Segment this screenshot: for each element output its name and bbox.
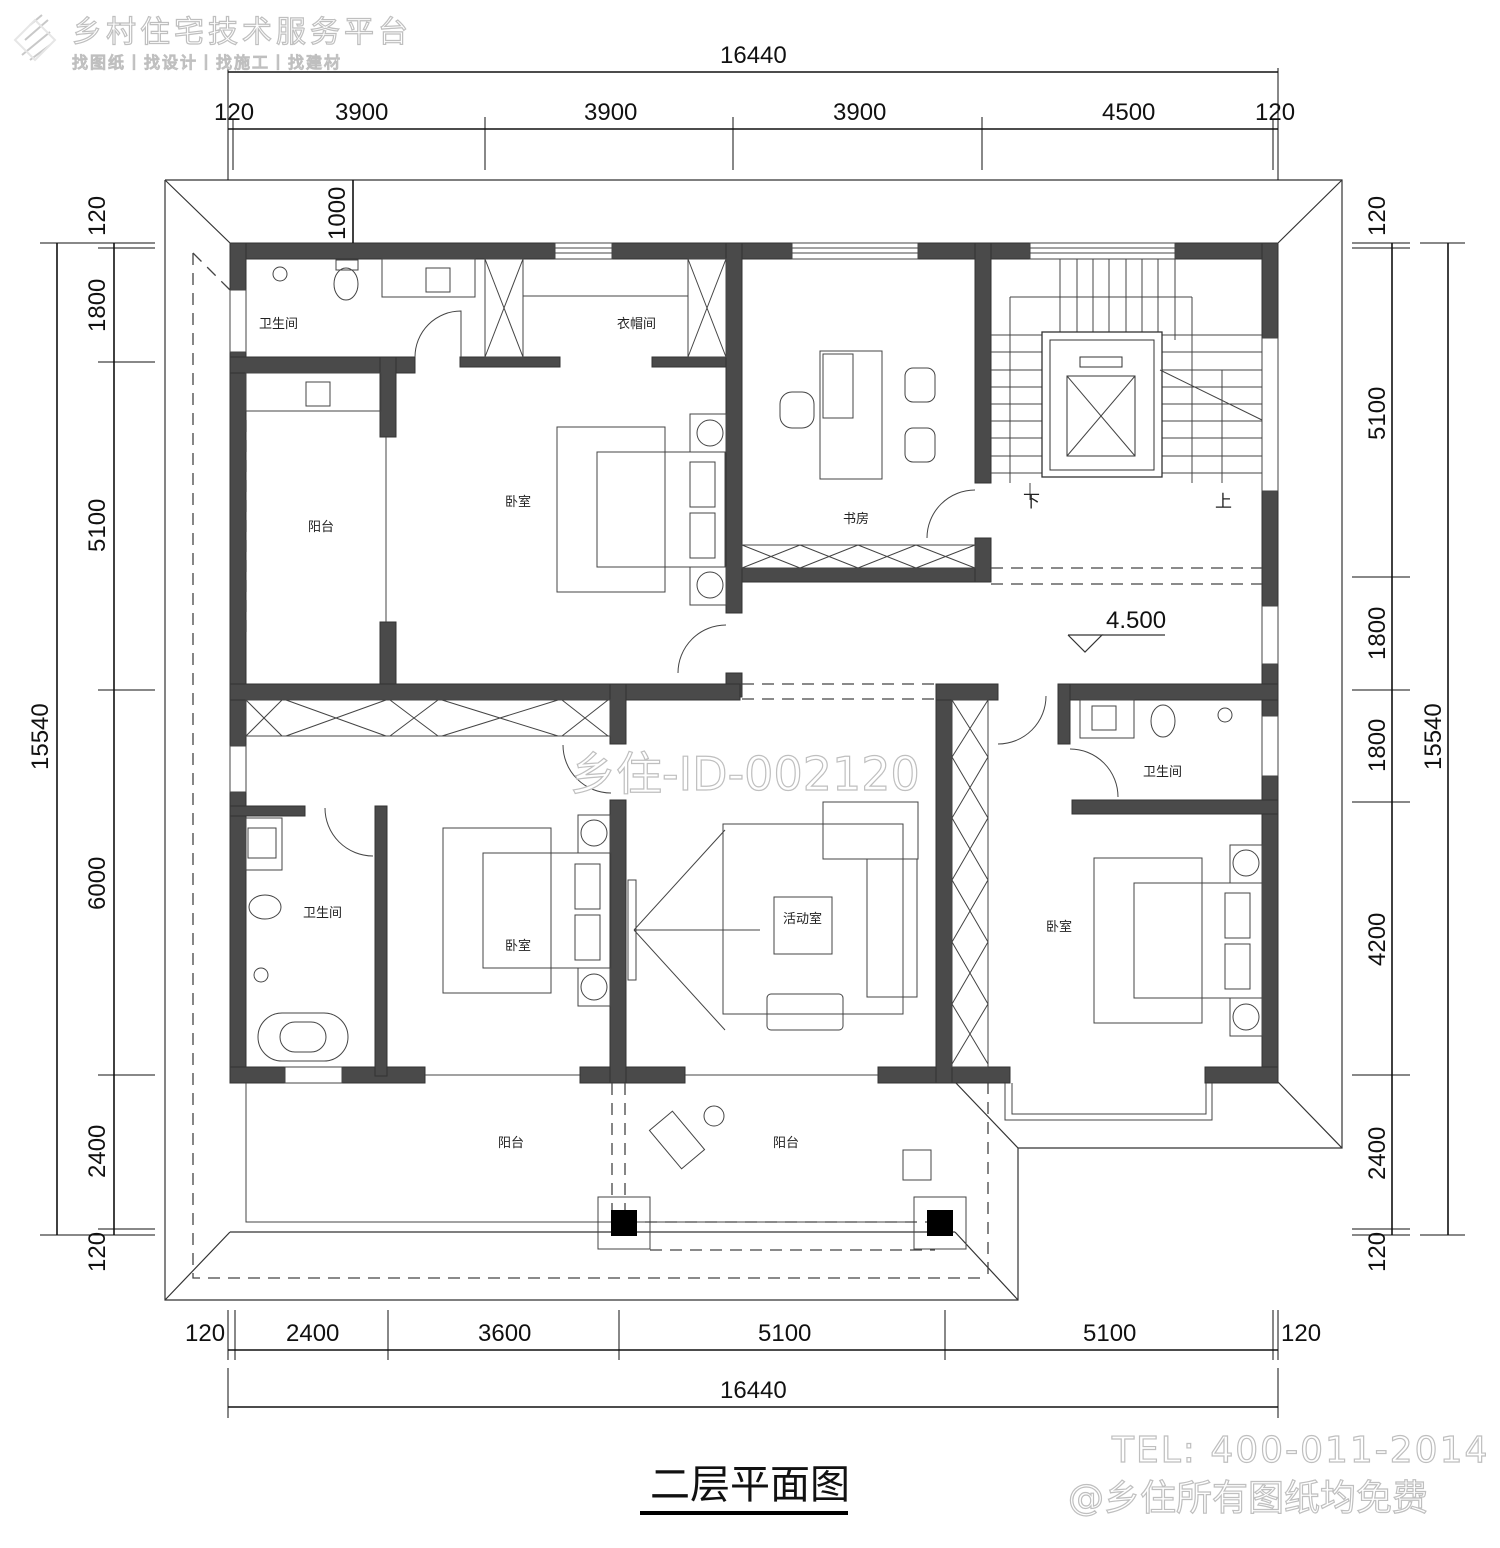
dim-bottom-seg-5: 120 bbox=[1281, 1320, 1321, 1347]
dim-bottom-seg-2: 3600 bbox=[478, 1320, 531, 1347]
dim-right-seg-0: 120 bbox=[1364, 196, 1391, 236]
room-label-balcony-west: 阳台 bbox=[308, 520, 334, 535]
dim-left-seg-0: 120 bbox=[84, 196, 111, 236]
dim-right-seg-4: 4200 bbox=[1364, 913, 1391, 966]
room-label-balcony-south-right: 阳台 bbox=[773, 1136, 799, 1151]
dim-top-seg-2: 3900 bbox=[584, 99, 637, 126]
roof-outline bbox=[164, 179, 1343, 1301]
dim-right-seg-5: 2400 bbox=[1364, 1127, 1391, 1180]
walls bbox=[229, 242, 1279, 1084]
platform-logo-icon bbox=[13, 14, 57, 62]
closets bbox=[245, 258, 989, 1068]
dim-right-total: 15540 bbox=[1420, 703, 1447, 770]
dimensions-left: 15540 120 1800 5100 6000 2400 120 bbox=[27, 196, 155, 1272]
platform-name: 乡村住宅技术服务平台 bbox=[72, 15, 412, 50]
dim-top-total: 16440 bbox=[720, 42, 787, 69]
dim-top-seg-5: 120 bbox=[1255, 99, 1295, 126]
dimensions-right: 120 5100 1800 1800 4200 2400 120 15540 bbox=[1352, 196, 1465, 1272]
drawing-title-block: 二层平面图 bbox=[640, 1462, 850, 1515]
dim-right-seg-3: 1800 bbox=[1364, 719, 1391, 772]
watermarks: 乡村住宅技术服务平台 找图纸丨找设计丨找施工丨找建材 乡住-ID-002120 … bbox=[13, 14, 1489, 1520]
title-underline bbox=[640, 1511, 848, 1515]
dim-top-seg-1: 3900 bbox=[335, 99, 388, 126]
free-note-watermark: @乡住所有图纸均免费 bbox=[1068, 1478, 1428, 1519]
dim-right-seg-2: 1800 bbox=[1364, 607, 1391, 660]
room-label-cloakroom: 衣帽间 bbox=[617, 316, 656, 332]
dim-left-seg-1: 1800 bbox=[84, 279, 111, 332]
dim-bottom-seg-0: 120 bbox=[185, 1320, 225, 1347]
fixtures bbox=[245, 258, 1233, 1181]
room-label-bedroom-e: 卧室 bbox=[1046, 919, 1072, 935]
elevation-value: 4.500 bbox=[1106, 607, 1166, 634]
windows bbox=[229, 242, 1279, 1084]
dim-right-seg-6: 120 bbox=[1364, 1232, 1391, 1272]
stair-up-label: 上 bbox=[1215, 492, 1232, 512]
stair-down-label: 下 bbox=[1023, 492, 1040, 512]
room-label-master-bedroom: 卧室 bbox=[505, 494, 531, 510]
dimensions-top: 16440 120 3900 3900 3900 4500 120 1000 bbox=[214, 42, 1295, 243]
dimensions-bottom: 120 2400 3600 5100 5100 120 16440 bbox=[185, 1310, 1321, 1418]
doors bbox=[324, 310, 1119, 857]
dim-top-seg-4: 4500 bbox=[1102, 99, 1155, 126]
drawing-title: 二层平面图 bbox=[650, 1462, 850, 1508]
furniture bbox=[442, 350, 1263, 1170]
platform-tagline: 找图纸丨找设计丨找施工丨找建材 bbox=[72, 53, 342, 72]
stairs-and-elevator bbox=[991, 259, 1263, 500]
dim-left-total: 15540 bbox=[27, 703, 54, 770]
room-label-bathroom-sw: 卫生间 bbox=[303, 906, 342, 921]
room-label-activity-room: 活动室 bbox=[783, 911, 822, 927]
elevation-mark: 4.500 bbox=[1067, 607, 1166, 653]
dim-bottom-seg-4: 5100 bbox=[1083, 1320, 1136, 1347]
south-balcony bbox=[245, 420, 1262, 1251]
dim-overhang: 1000 bbox=[324, 187, 351, 240]
dim-left-seg-4: 2400 bbox=[84, 1125, 111, 1178]
room-labels: 卫生间 衣帽间 书房 阳台 卧室 卫生间 卧室 活动室 卫生间 卧室 阳台 阳台… bbox=[259, 316, 1232, 1151]
dim-bottom-seg-1: 2400 bbox=[286, 1320, 339, 1347]
room-label-bathroom-nw: 卫生间 bbox=[259, 317, 298, 332]
dim-bottom-total: 16440 bbox=[720, 1377, 787, 1404]
dim-right-seg-1: 5100 bbox=[1364, 387, 1391, 440]
dim-left-seg-5: 120 bbox=[84, 1232, 111, 1272]
drawing-id-watermark: 乡住-ID-002120 bbox=[570, 747, 920, 801]
dim-top-seg-3: 3900 bbox=[833, 99, 886, 126]
room-label-balcony-south-left: 阳台 bbox=[498, 1136, 524, 1151]
dim-top-seg-0: 120 bbox=[214, 99, 254, 126]
dim-left-seg-3: 6000 bbox=[84, 857, 111, 910]
room-label-study: 书房 bbox=[843, 511, 869, 527]
tel-watermark: TEL: 400-011-2014 bbox=[1111, 1430, 1489, 1471]
room-label-bedroom-sw: 卧室 bbox=[505, 938, 531, 954]
room-label-bathroom-e: 卫生间 bbox=[1143, 765, 1182, 780]
dim-bottom-seg-3: 5100 bbox=[758, 1320, 811, 1347]
dim-left-seg-2: 5100 bbox=[84, 499, 111, 552]
